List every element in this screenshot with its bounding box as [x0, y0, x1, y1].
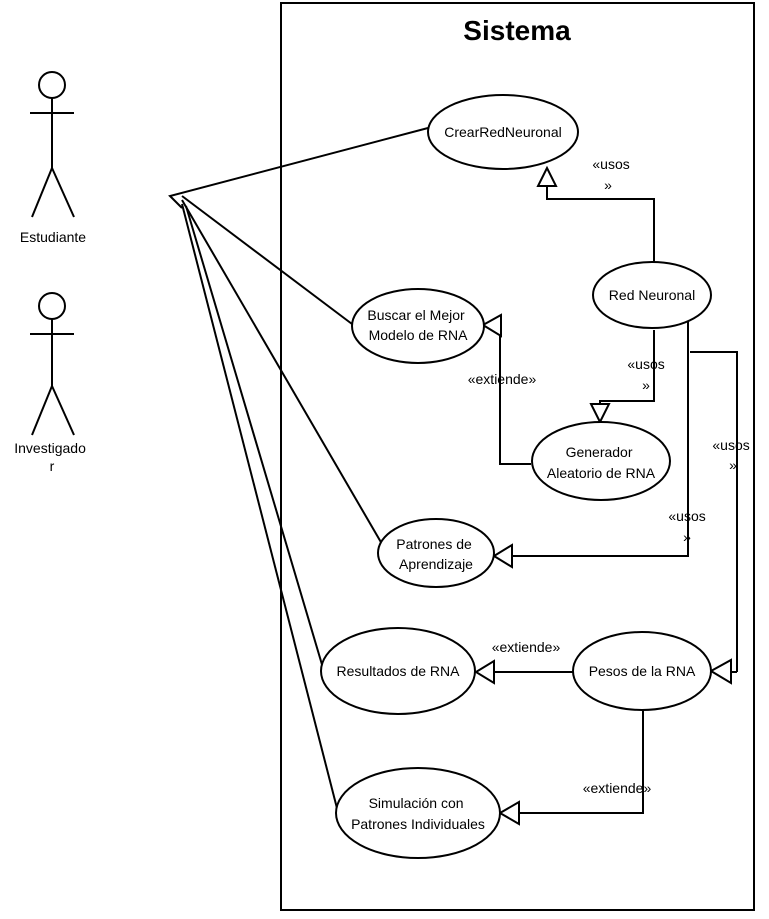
actor-left-leg: [31, 167, 53, 218]
actor-head: [38, 292, 66, 320]
usos-red-to-crear-arrowhead: [536, 165, 558, 187]
actor-investigador[interactable]: Investigado r: [14, 292, 90, 474]
actor-right-leg: [51, 385, 75, 436]
label-usos-pesos: «usos »: [712, 437, 753, 473]
system-boundary: [280, 2, 755, 911]
use-case-ellipse: [320, 627, 476, 715]
extiende-generador-to-buscar-line: [499, 326, 531, 465]
use-case-crear-red-neuronal[interactable]: CrearRedNeuronal: [427, 94, 579, 170]
association-crear: [168, 127, 429, 209]
use-case-label: Generador Aleatorio de RNA: [547, 444, 656, 481]
system-title: Sistema: [463, 15, 571, 46]
use-case-buscar-mejor-modelo[interactable]: Buscar el Mejor Modelo de RNA: [351, 288, 485, 364]
use-case-ellipse: [427, 94, 579, 170]
relationship-connectors: [474, 165, 738, 826]
use-case-label: Simulación con Patrones Individuales: [351, 795, 485, 832]
use-case-patrones-aprendizaje[interactable]: Patrones de Aprendizaje: [377, 518, 495, 588]
usos-red-to-patrones-arrowhead: [492, 543, 513, 569]
use-case-ellipse: [335, 767, 501, 859]
label-usos-patrones: «usos »: [668, 508, 709, 545]
actor-associations: [168, 127, 429, 821]
extiende-generador-to-buscar-arrowhead: [481, 313, 502, 338]
use-case-resultados-rna[interactable]: Resultados de RNA: [320, 627, 476, 715]
actor-label-investigador: Investigado r: [14, 440, 90, 474]
actor-label-estudiante: Estudiante: [20, 229, 86, 245]
label-extiende-resultados: «extiende»: [492, 639, 561, 655]
usos-red-to-generador-arrowhead: [589, 403, 611, 425]
extiende-pesos-to-resultados-arrowhead: [474, 659, 495, 685]
use-case-ellipse: [572, 631, 712, 711]
usos-red-to-generador-line: [599, 330, 655, 404]
association-buscar: [181, 195, 353, 325]
actor-left-leg: [31, 385, 53, 436]
association-patrones: [181, 199, 383, 545]
use-case-red-neuronal[interactable]: Red Neuronal: [592, 261, 712, 329]
actor-estudiante[interactable]: Estudiante: [20, 71, 86, 245]
association-simulacion: [181, 203, 341, 821]
usos-red-to-crear-line: [546, 186, 655, 265]
use-case-ellipse: [351, 288, 485, 364]
association-resultados: [185, 205, 324, 669]
use-case-generador-aleatorio[interactable]: Generador Aleatorio de RNA: [531, 421, 671, 501]
use-case-label: Patrones de Aprendizaje: [396, 536, 475, 572]
use-case-ellipse: [531, 421, 671, 501]
usos-red-to-patrones-line: [512, 320, 689, 557]
actor-right-leg: [51, 167, 75, 218]
use-case-label: Pesos de la RNA: [589, 663, 696, 679]
use-case-ellipse: [377, 518, 495, 588]
label-extiende-buscar: «extiende»: [468, 371, 537, 387]
use-case-ellipse: [592, 261, 712, 329]
use-case-simulacion-patrones[interactable]: Simulación con Patrones Individuales: [335, 767, 501, 859]
use-case-label: Red Neuronal: [609, 287, 695, 303]
extiende-pesos-to-simulacion-line: [519, 707, 644, 814]
label-extiende-simulacion: «extiende»: [583, 780, 652, 796]
use-case-pesos-rna[interactable]: Pesos de la RNA: [572, 631, 712, 711]
use-case-label: Resultados de RNA: [337, 663, 461, 679]
actor-head: [38, 71, 66, 99]
use-case-label: CrearRedNeuronal: [444, 124, 562, 140]
usos-red-to-pesos-arrowhead: [708, 658, 732, 685]
label-usos-generador: «usos »: [627, 356, 668, 393]
use-case-label: Buscar el Mejor Modelo de RNA: [367, 307, 468, 343]
usos-red-to-pesos-line: [690, 351, 738, 672]
label-usos-crear: «usos »: [592, 156, 633, 193]
extiende-pesos-to-simulacion-arrowhead: [498, 800, 520, 826]
